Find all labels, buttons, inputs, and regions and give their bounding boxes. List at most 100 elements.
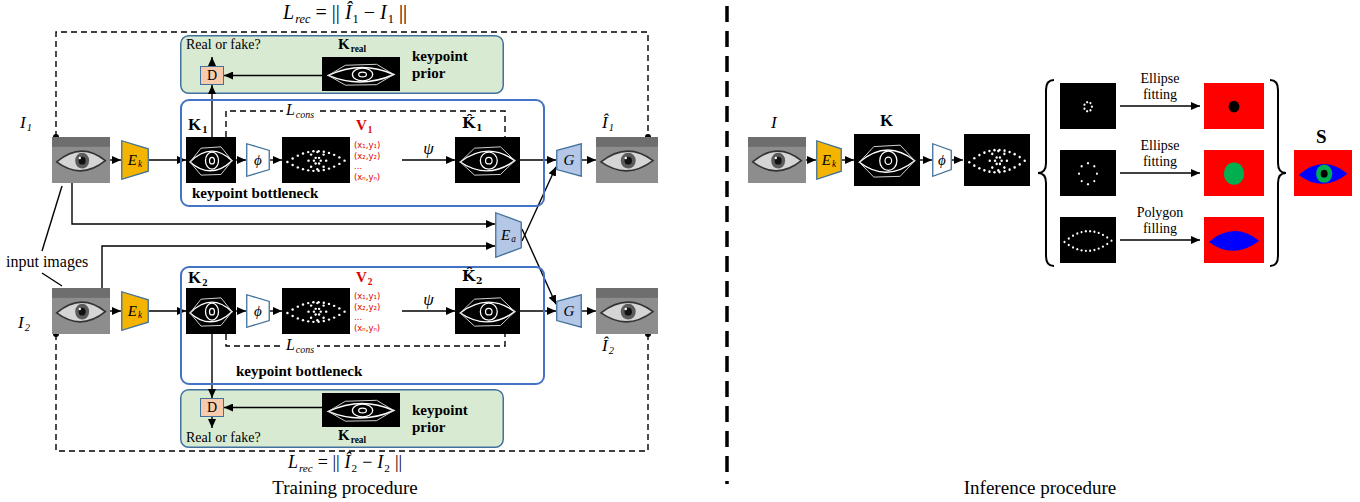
text-row: input images xyxy=(6,254,88,270)
text-row: Real or fake? xyxy=(186,431,261,445)
drawing-circle xyxy=(1091,105,1093,107)
drawing-circle xyxy=(1081,165,1083,167)
drawing-circle xyxy=(1089,250,1091,252)
label-text: E xyxy=(501,228,510,243)
drawing-circle xyxy=(302,319,304,321)
drawing-polygon xyxy=(557,144,582,177)
drawing-circle xyxy=(314,308,316,310)
drawing-rect xyxy=(186,288,236,334)
drawing-circle xyxy=(993,149,995,152)
label-text: Real or fake? xyxy=(186,38,261,52)
drawing-circle xyxy=(79,308,86,316)
drawing-circle xyxy=(310,317,312,319)
label-text: I xyxy=(771,114,777,131)
image-picture xyxy=(52,137,110,183)
drawing-circle xyxy=(625,157,627,160)
drawing-circle xyxy=(320,159,322,161)
drawing-circle xyxy=(1076,232,1078,234)
label-text: 2 xyxy=(384,463,390,474)
drawing-circle xyxy=(328,318,330,320)
generator-trapezoid: G xyxy=(556,294,582,328)
bottleneck-band: keypoint bottleneckK2ϕV2(x₁,y₁)(x₂,y₂)..… xyxy=(180,266,545,385)
drawing-circle xyxy=(1093,231,1095,233)
connector-arrow xyxy=(236,159,246,160)
image-picture xyxy=(1204,83,1264,129)
label-text: L xyxy=(286,337,295,353)
loss-connector xyxy=(56,334,648,451)
drawing-circle xyxy=(312,321,314,323)
text-row: Ek xyxy=(128,153,142,168)
text-group: Ellipse fitting xyxy=(1128,71,1192,103)
drawing-circle xyxy=(775,157,777,160)
label-text: Î xyxy=(345,2,352,22)
drawing-path xyxy=(190,147,232,175)
drawing-circle xyxy=(316,151,318,153)
drawing-line xyxy=(211,57,212,66)
text-row: (x₁,y₁)(x₂,y₂)...(xₙ,yₙ) xyxy=(354,140,380,183)
connector-arrow xyxy=(402,159,455,160)
drawing-circle xyxy=(307,151,309,153)
image-picture xyxy=(1060,150,1116,196)
drawing-circle xyxy=(1000,159,1002,162)
label-text: ψ xyxy=(423,139,434,158)
drawing-circle xyxy=(1087,162,1089,164)
encoder-trapezoid: Ek xyxy=(121,291,149,331)
drawing-circle xyxy=(1024,159,1026,162)
text-row: keypoint prior xyxy=(412,402,496,437)
drawing-path xyxy=(190,298,232,326)
text-row: Ek xyxy=(822,153,836,168)
keypoint-map: Kreal xyxy=(322,393,400,427)
drawing-circle xyxy=(1102,245,1104,247)
text-group: V1 xyxy=(356,118,373,133)
drawing-circle xyxy=(338,156,340,158)
image-picture xyxy=(1060,83,1116,129)
text-group: V2 xyxy=(356,270,373,285)
drawing-circle xyxy=(625,308,632,316)
drawing-circle xyxy=(983,151,985,154)
text-row: V1 xyxy=(356,118,373,133)
drawing-circle xyxy=(297,154,299,156)
loss-connector xyxy=(56,32,648,137)
drawing-circle xyxy=(310,153,312,155)
drawing-circle xyxy=(625,308,627,311)
drawing-circle xyxy=(997,150,999,153)
text-group: Î1 xyxy=(602,114,614,131)
drawing-circle xyxy=(1081,249,1083,251)
text-row: (x₁,y₁)(x₂,y₂)...(xₙ,yₙ) xyxy=(354,291,380,334)
text-row: S xyxy=(1316,127,1327,146)
drawing-path xyxy=(57,151,106,171)
text-group: I1 xyxy=(20,114,32,131)
drawing-circle xyxy=(621,304,636,320)
connector-arrow xyxy=(520,159,556,160)
text-group: D xyxy=(201,399,223,416)
drawing-line xyxy=(952,159,963,160)
label-text: G xyxy=(564,153,575,168)
keypoint-map: K̂2 xyxy=(455,288,520,334)
drawing-circle xyxy=(206,152,219,169)
label-text: K xyxy=(880,112,893,129)
drawing-circle xyxy=(328,303,330,305)
drawing-circle xyxy=(978,167,980,170)
drawing-path xyxy=(460,147,515,175)
loss-connector xyxy=(226,111,505,137)
text-group: Polygon filling xyxy=(1128,205,1192,237)
drawing-circle xyxy=(995,156,997,159)
drawing-circle xyxy=(343,310,345,312)
text-group: Lcons xyxy=(283,337,317,355)
connector-arrow xyxy=(72,183,495,224)
label-text: ϕ xyxy=(938,153,946,168)
drawing-circle xyxy=(988,170,990,173)
image-picture xyxy=(455,288,520,334)
drawing-rect xyxy=(964,134,1030,186)
image-picture xyxy=(854,134,920,186)
drawing-circle xyxy=(75,153,89,169)
drawing-rect xyxy=(322,57,400,91)
label-text: rec xyxy=(295,13,310,25)
drawing-rect xyxy=(1060,150,1116,196)
label-text: D xyxy=(207,69,217,83)
text-row: Training procedure xyxy=(272,478,417,497)
edge-label: ψ xyxy=(423,291,434,308)
drawing-circle xyxy=(359,72,367,77)
drawing-circle xyxy=(325,310,327,312)
drawing-circle xyxy=(1085,230,1087,232)
